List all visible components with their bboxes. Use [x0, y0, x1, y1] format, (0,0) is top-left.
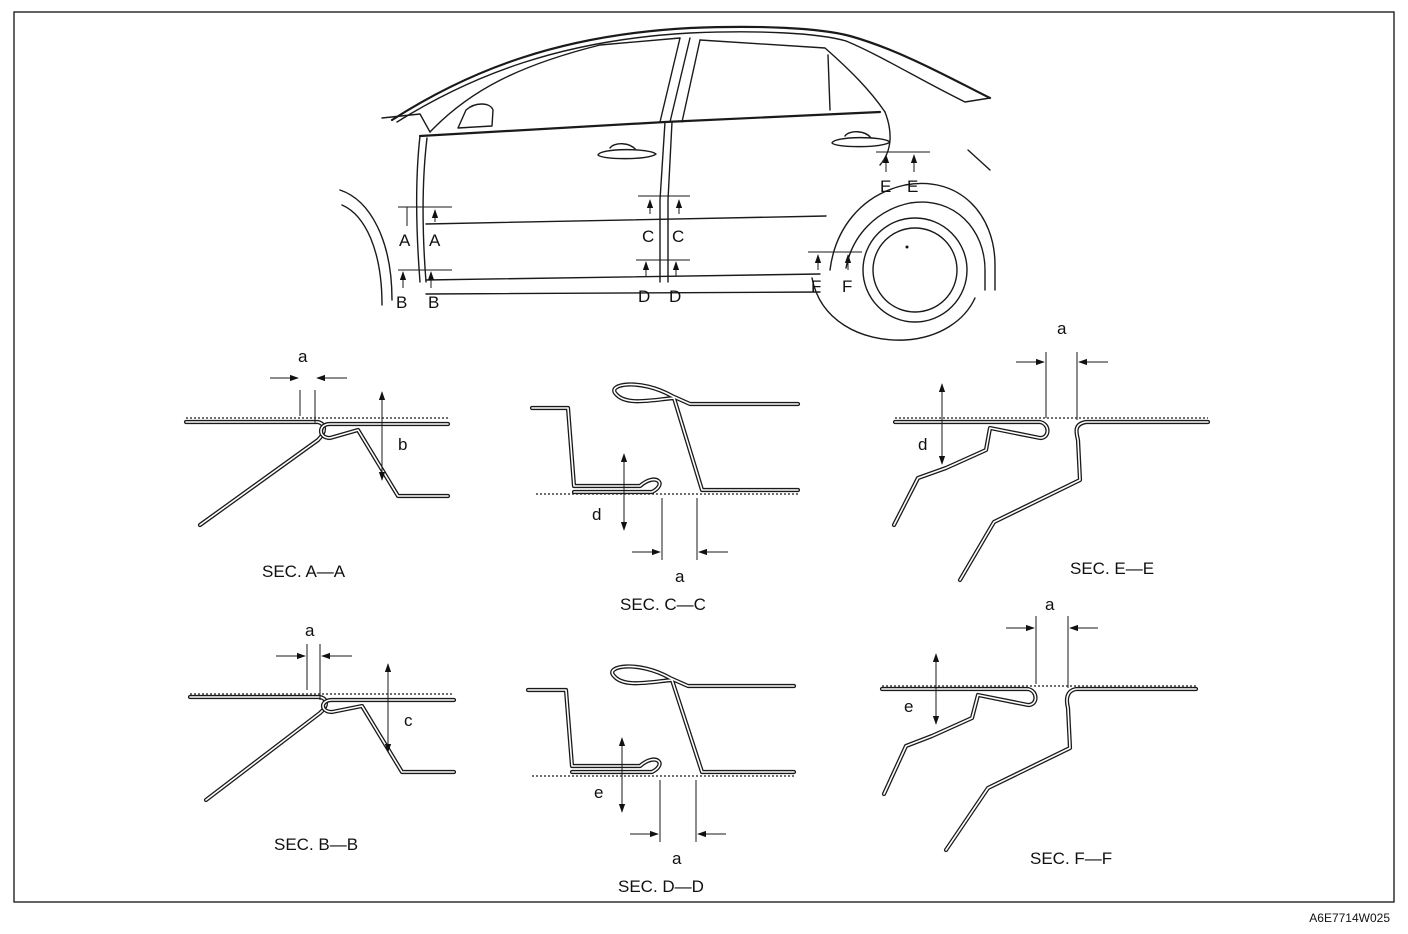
dim-a-dd: a	[672, 849, 682, 868]
dim-c-bb: c	[404, 711, 413, 730]
section-f-f: a e SEC. F—F	[879, 595, 1199, 868]
cut-label-d-left: D	[638, 287, 650, 306]
dim-e-dd: e	[594, 783, 603, 802]
cut-label-f-right: F	[842, 277, 852, 296]
dim-a-aa: a	[298, 347, 308, 366]
cut-label-a-right: A	[429, 231, 441, 250]
dim-e-ff: e	[904, 697, 913, 716]
cut-label-b-right: B	[428, 293, 439, 312]
dim-a-cc: a	[675, 567, 685, 586]
section-d-d: e a SEC. D—D	[525, 664, 797, 896]
dim-b-aa: b	[398, 435, 407, 454]
section-e-e: a d SEC. E—E	[891, 319, 1211, 583]
figure-code: A6E7714W025	[1309, 911, 1390, 925]
cut-label-a-left: A	[399, 231, 411, 250]
caption-sec-d-d: SEC. D—D	[618, 877, 704, 896]
figure-frame	[13, 11, 1395, 903]
cut-label-e-left: E	[880, 177, 891, 196]
car-side-view: A A B B C C D D E E F F	[339, 25, 996, 341]
cut-label-b-left: B	[396, 293, 407, 312]
dim-d-ee: d	[918, 435, 927, 454]
section-b-b: a c SEC. B—B	[187, 621, 457, 854]
cut-label-f-left: F	[811, 277, 821, 296]
dim-a-ee: a	[1057, 319, 1067, 338]
caption-sec-c-c: SEC. C—C	[620, 595, 706, 614]
dim-a-ff: a	[1045, 595, 1055, 614]
caption-sec-b-b: SEC. B—B	[274, 835, 358, 854]
dim-a-bb: a	[305, 621, 315, 640]
cut-label-c-left: C	[642, 227, 654, 246]
caption-sec-a-a: SEC. A—A	[262, 562, 346, 581]
cut-label-d-right: D	[669, 287, 681, 306]
dim-d-cc: d	[592, 505, 601, 524]
cut-label-e-right: E	[907, 177, 918, 196]
caption-sec-f-f: SEC. F—F	[1030, 849, 1112, 868]
caption-sec-e-e: SEC. E—E	[1070, 559, 1154, 578]
section-a-a: a b SEC. A—A	[183, 347, 451, 581]
section-c-c: d a SEC. C—C	[529, 382, 801, 614]
cut-label-c-right: C	[672, 227, 684, 246]
